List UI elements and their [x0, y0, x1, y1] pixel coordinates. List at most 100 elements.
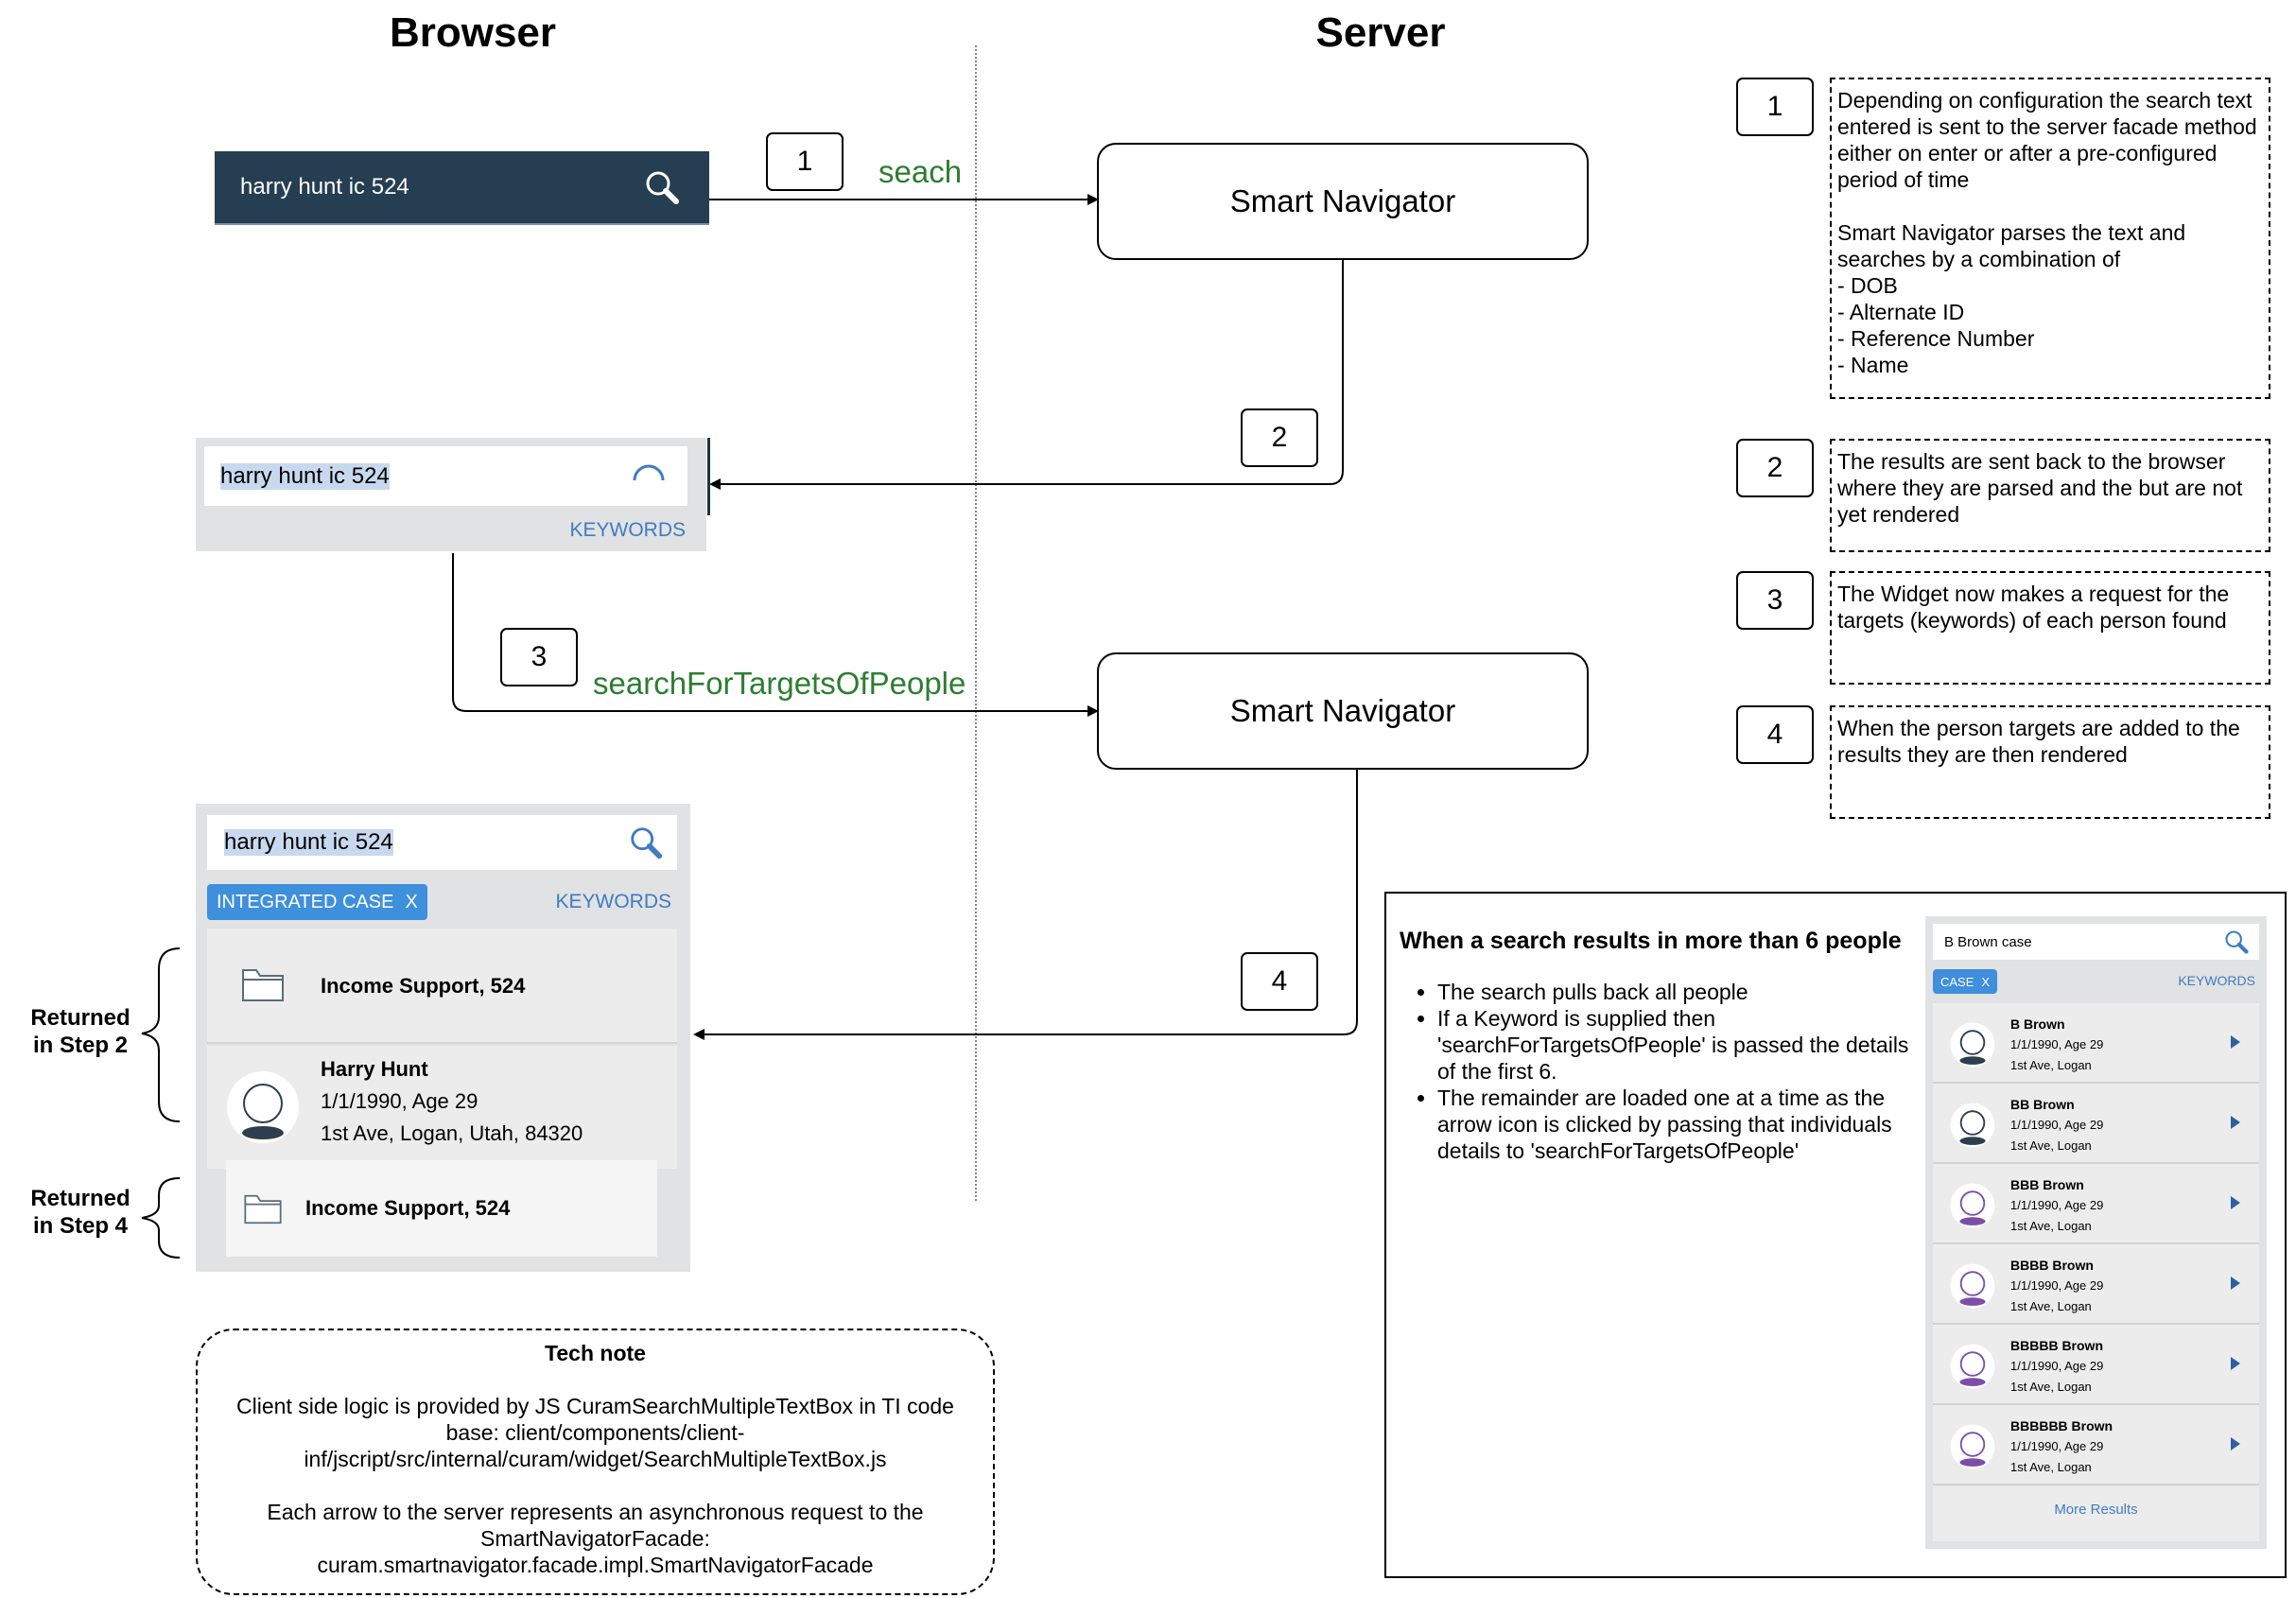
returned-step-2-line2: in Step 2 [32, 1033, 129, 1058]
mini-person-address: 1st Ave, Logan [2010, 1460, 2092, 1474]
results-search-input[interactable]: harry hunt ic 524 [207, 815, 677, 870]
chip-close-icon[interactable]: X [405, 891, 418, 912]
browser-heading: Browser [389, 9, 557, 56]
search-icon[interactable] [643, 168, 681, 206]
mini-search-input[interactable]: B Brown case [1933, 924, 2259, 960]
mini-person-name: B Brown [2010, 1016, 2065, 1032]
results-search-text: harry hunt ic 524 [224, 829, 393, 856]
mini-person-address: 1st Ave, Logan [2010, 1138, 2092, 1153]
column-divider [975, 45, 977, 1201]
mini-person-name: BBBB Brown [2010, 1258, 2094, 1273]
mini-person-dob: 1/1/1990, Age 29 [2010, 1037, 2104, 1051]
mini-person-dob: 1/1/1990, Age 29 [2010, 1359, 2104, 1373]
more-than-six-list: The search pulls back all people If a Ke… [1400, 979, 1920, 1164]
returned-step-2-line1: Returned [30, 1005, 130, 1031]
keywords-link[interactable]: KEYWORDS [2178, 973, 2255, 988]
folder-icon [244, 1194, 282, 1225]
avatar-icon [1950, 1183, 1995, 1228]
person-name: Harry Hunt [321, 1057, 428, 1081]
tech-note-paragraph-2: Each arrow to the server represents an a… [267, 1500, 924, 1577]
mini-person-address: 1st Ave, Logan [2010, 1219, 2092, 1233]
expand-arrow-icon[interactable] [2231, 1116, 2240, 1129]
note-3: The Widget now makes a request for the t… [1830, 571, 2270, 685]
expand-arrow-icon[interactable] [2231, 1277, 2240, 1290]
tech-note-title: Tech note [545, 1341, 646, 1365]
returned-step-4-line2: in Step 4 [32, 1213, 129, 1239]
mini-person-address: 1st Ave, Logan [2010, 1380, 2092, 1394]
more-results-row: More Results [1933, 1486, 2259, 1541]
smart-navigator-box-1: Smart Navigator [1097, 143, 1589, 260]
mini-person-address: 1st Ave, Logan [2010, 1058, 2092, 1072]
keywords-link[interactable]: KEYWORDS [569, 519, 686, 541]
avatar-icon [1950, 1424, 1995, 1469]
search-icon[interactable] [628, 825, 664, 860]
more-results-link[interactable]: More Results [2054, 1502, 2138, 1518]
mini-result-row[interactable]: BBBBB Brown 1/1/1990, Age 29 1st Ave, Loga… [1933, 1325, 2259, 1405]
step-3-badge: 3 [500, 628, 578, 686]
more-than-six-title: When a search results in more than 6 peo… [1400, 928, 1902, 954]
arrow-step4 [693, 761, 1358, 1040]
note-1-badge: 1 [1736, 78, 1814, 136]
server-heading: Server [1315, 9, 1446, 56]
note-2: The results are sent back to the browser… [1830, 439, 2270, 552]
step-4-badge: 4 [1241, 952, 1318, 1011]
arrow-step3 [452, 553, 1099, 717]
case-result-label: Income Support, 524 [321, 974, 526, 998]
bullet-1: The search pulls back all people [1437, 979, 1920, 1005]
returned-step-2-label: Returned in Step 2 [19, 1004, 142, 1059]
targets-label: searchForTargetsOfPeople [593, 666, 966, 701]
mini-result-row[interactable]: B Brown 1/1/1990, Age 29 1st Ave, Logan [1933, 1003, 2259, 1084]
person-case-target-row[interactable]: Income Support, 524 [226, 1160, 657, 1257]
step-1-badge: 1 [766, 132, 844, 191]
avatar-icon [1950, 1344, 1995, 1389]
mini-result-row[interactable]: BBBB Brown 1/1/1990, Age 29 1st Ave, Logan [1933, 1244, 2259, 1325]
keywords-link[interactable]: KEYWORDS [555, 891, 671, 912]
note-2-badge: 2 [1736, 439, 1814, 497]
avatar-icon [1950, 1022, 1995, 1068]
expand-arrow-icon[interactable] [2231, 1437, 2240, 1450]
chip-label: INTEGRATED CASE [217, 891, 394, 912]
more-than-six-box: When a search results in more than 6 peo… [1384, 892, 2287, 1578]
mini-result-row[interactable]: BB Brown 1/1/1990, Age 29 1st Ave, Logan [1933, 1084, 2259, 1164]
bullet-3: The remainder are loaded one at a time a… [1437, 1085, 1920, 1164]
search-bar[interactable]: harry hunt ic 524 [215, 151, 709, 225]
loading-search-input[interactable]: harry hunt ic 524 [204, 446, 687, 506]
mini-person-dob: 1/1/1990, Age 29 [2010, 1118, 2104, 1132]
note-1: Depending on configuration the search te… [1830, 78, 2270, 399]
chip-label: CASE [1940, 974, 1974, 989]
mini-person-name: BBB Brown [2010, 1177, 2084, 1192]
integrated-case-chip[interactable]: INTEGRATED CASE X [207, 884, 427, 920]
mini-person-address: 1st Ave, Logan [2010, 1299, 2092, 1313]
search-label: seach [878, 154, 963, 189]
mini-result-row[interactable]: BBB Brown 1/1/1990, Age 29 1st Ave, Logan [1933, 1164, 2259, 1244]
note-3-badge: 3 [1736, 571, 1814, 630]
sub-case-label: Income Support, 524 [305, 1196, 511, 1220]
chip-close-icon[interactable]: X [1981, 974, 1991, 989]
tech-note: Tech note Client side logic is provided … [196, 1329, 995, 1595]
person-address: 1st Ave, Logan, Utah, 84320 [321, 1121, 583, 1145]
mini-person-dob: 1/1/1990, Age 29 [2010, 1278, 2104, 1293]
expand-arrow-icon[interactable] [2231, 1035, 2240, 1049]
note-4: When the person targets are added to the… [1830, 705, 2270, 819]
person-result-row[interactable]: Harry Hunt 1/1/1990, Age 29 1st Ave, Log… [207, 1046, 677, 1169]
search-icon[interactable] [2223, 929, 2250, 955]
folder-icon [242, 969, 284, 1001]
avatar-icon [1950, 1103, 1995, 1148]
mini-person-name: BBBBB Brown [2010, 1338, 2103, 1353]
expand-arrow-icon[interactable] [2231, 1357, 2240, 1370]
expand-arrow-icon[interactable] [2231, 1196, 2240, 1209]
case-chip[interactable]: CASE X [1933, 969, 1998, 994]
mini-person-name: BB Brown [2010, 1097, 2075, 1112]
mini-person-dob: 1/1/1990, Age 29 [2010, 1198, 2104, 1212]
brace-step4 [141, 1177, 181, 1259]
bullet-2: If a Keyword is supplied then 'searchFor… [1437, 1005, 1920, 1085]
loading-search-widget: harry hunt ic 524 KEYWORDS [196, 438, 710, 551]
loading-search-text: harry hunt ic 524 [220, 462, 390, 490]
avatar-icon [1950, 1263, 1995, 1309]
mini-person-name: BBBBBB Brown [2010, 1418, 2113, 1433]
tech-note-paragraph-1: Client side logic is provided by JS Cura… [236, 1394, 954, 1471]
focus-edge [707, 438, 710, 515]
case-result-row[interactable]: Income Support, 524 [207, 929, 677, 1044]
